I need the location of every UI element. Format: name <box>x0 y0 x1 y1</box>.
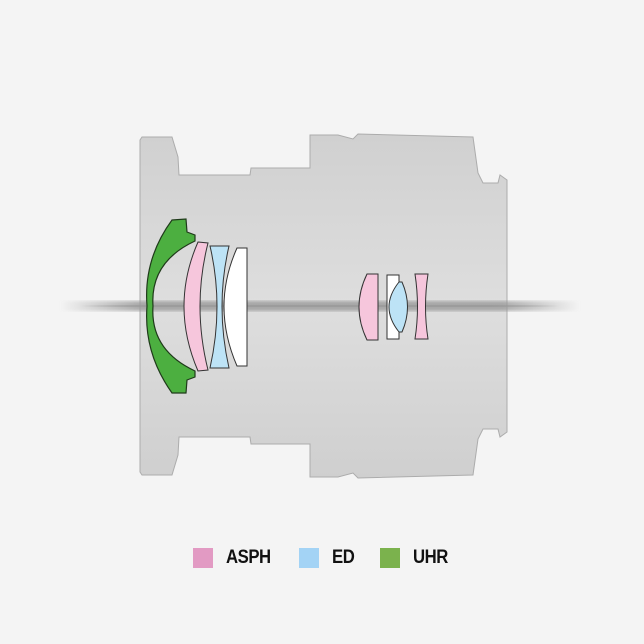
legend-label: ASPH <box>226 547 271 568</box>
uhr-swatch <box>380 548 400 568</box>
optical-axis-core <box>80 305 560 307</box>
asph-lens-element <box>358 273 379 341</box>
uhr-lens-element <box>146 218 196 394</box>
legend-item-uhr: UHR <box>380 546 453 570</box>
asph-swatch <box>193 548 213 568</box>
legend-label: ED <box>332 547 355 568</box>
legend-label: UHR <box>413 547 448 568</box>
plain-lens-element <box>223 247 248 367</box>
legend-item-asph: ASPH <box>193 546 277 570</box>
ed-lens-element <box>388 281 408 333</box>
ed-lens-element <box>209 245 230 369</box>
ed-swatch <box>299 548 319 568</box>
legend-item-ed: ED <box>299 546 357 570</box>
asph-lens-element <box>414 273 429 340</box>
legend: ASPH ED UHR <box>0 546 644 570</box>
asph-lens-element <box>183 241 209 372</box>
